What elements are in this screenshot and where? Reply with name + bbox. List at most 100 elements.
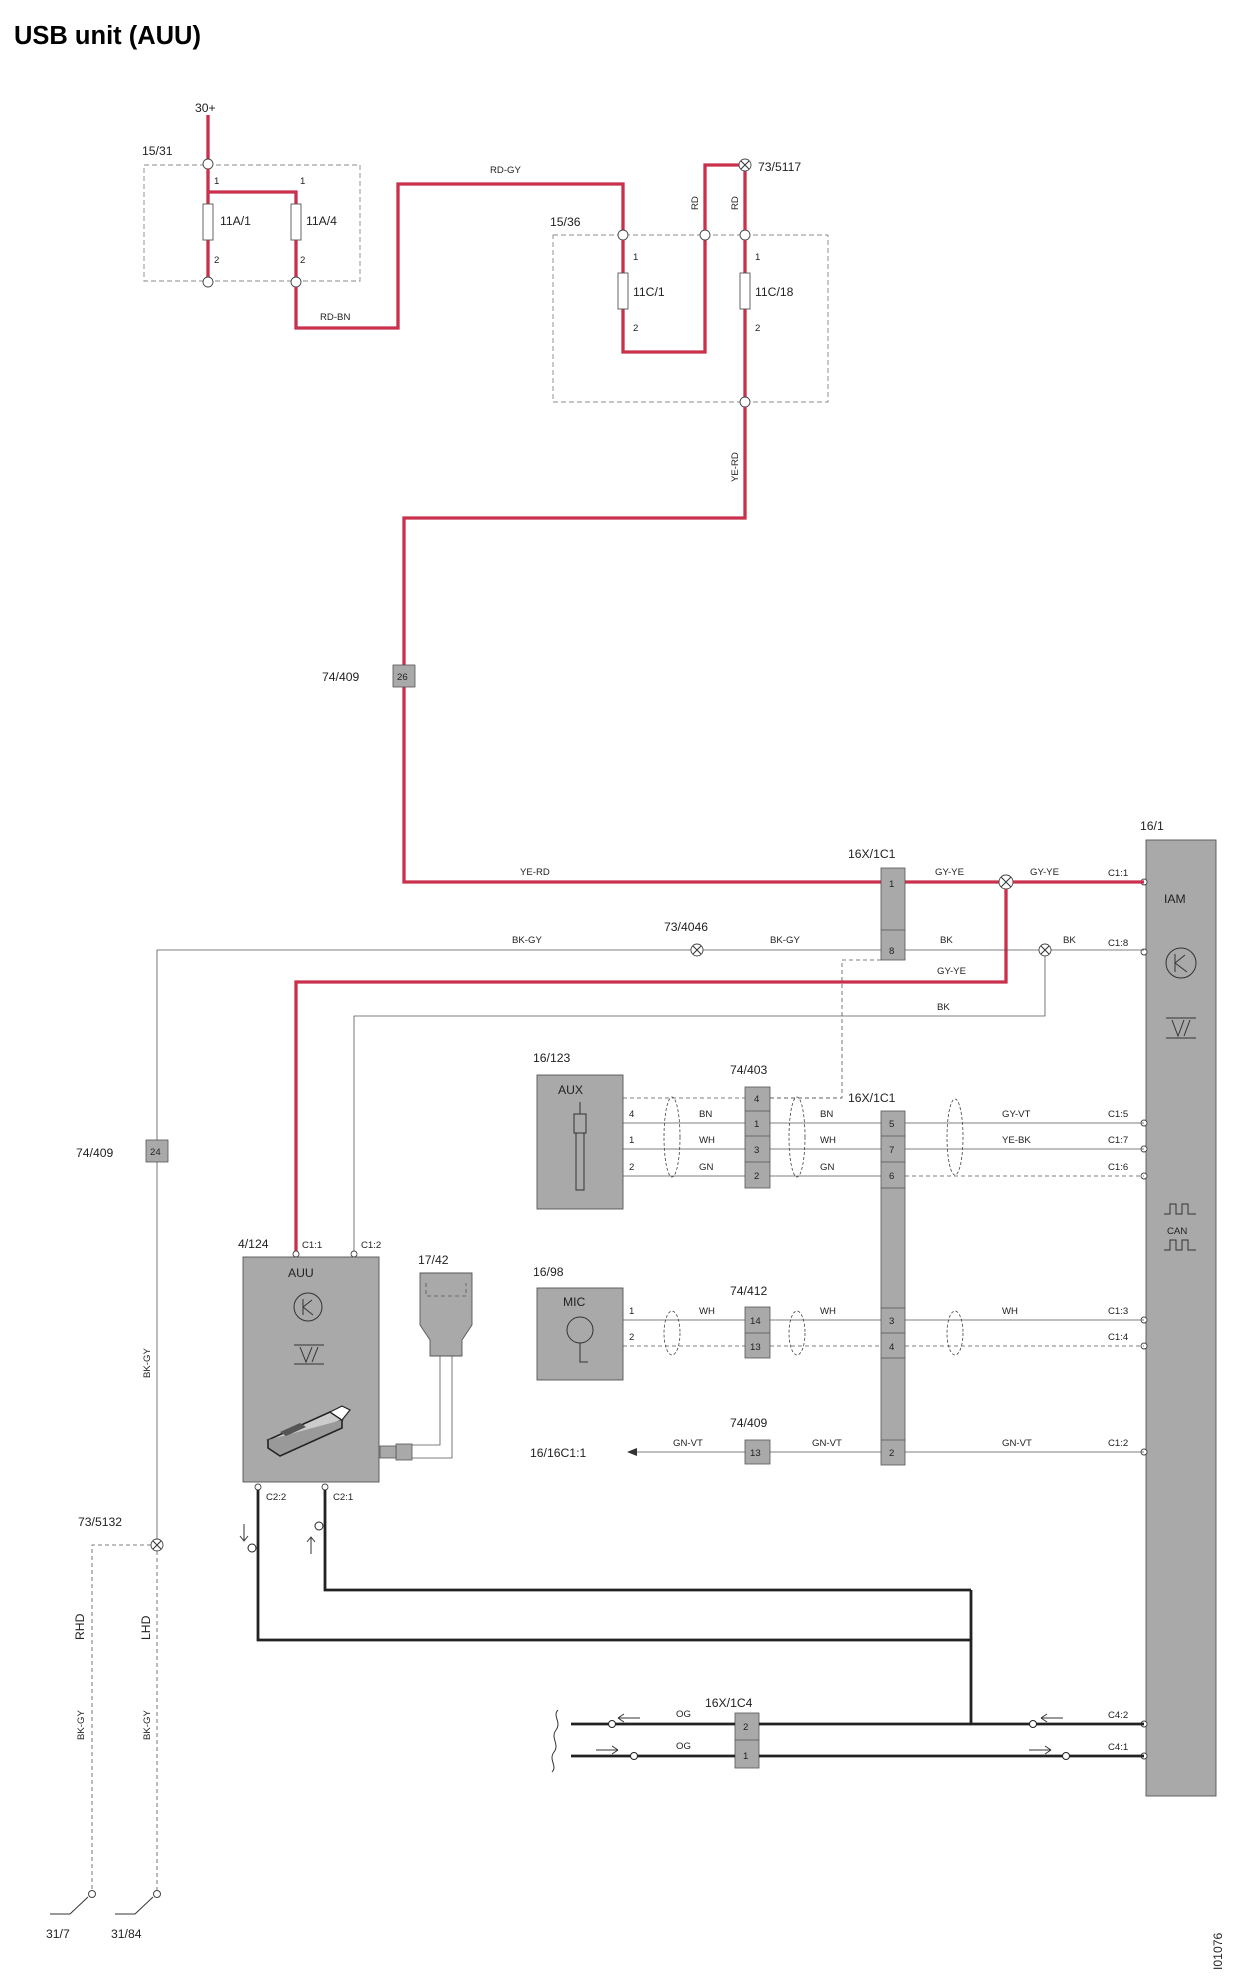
fuse-11c1-label: 11C/1 xyxy=(633,285,665,299)
fuse-11a4-label: 11A/4 xyxy=(306,214,337,228)
aux-shield-iam-ellipse xyxy=(946,1098,964,1176)
antenna-plug xyxy=(395,1443,413,1461)
antenna-socket xyxy=(379,1445,397,1459)
splice-4046 xyxy=(690,943,704,957)
diode-icon xyxy=(1166,1017,1196,1039)
optical-node-left-2 xyxy=(608,1720,616,1728)
iam-id: 16/1 xyxy=(1140,819,1164,833)
antenna-slot xyxy=(425,1283,467,1297)
break-symbol xyxy=(551,1709,559,1773)
fuse-11a4-out-node xyxy=(290,276,302,288)
antenna-connector xyxy=(419,1272,473,1357)
aux-wire-gn-label-2: GN xyxy=(820,1162,834,1173)
conn-74403-pin2: 2 xyxy=(754,1171,759,1182)
aux-wire-bn-label: BN xyxy=(699,1109,712,1120)
fuse-box-left-id: 15/31 xyxy=(142,144,173,158)
auu-pin-c2-2 xyxy=(254,1483,262,1491)
aux-jack-icon xyxy=(573,1102,587,1191)
aux-pin-1: 1 xyxy=(629,1135,634,1146)
mic-shield-left xyxy=(663,1310,681,1356)
fuse-11a4-pin2: 2 xyxy=(300,255,305,266)
aux-module xyxy=(536,1074,624,1210)
wire-bk-label-3: BK xyxy=(937,1002,950,1013)
arrow-right-icon-2 xyxy=(1029,1745,1052,1755)
iam-pin-c1-3-label: C1:3 xyxy=(1108,1306,1128,1317)
wire-bk-label-2: BK xyxy=(1063,935,1076,946)
splice-5117 xyxy=(738,158,752,172)
fuse-11a1-label: 11A/1 xyxy=(220,214,251,228)
conn-74409-pin24-label: 24 xyxy=(150,1147,161,1158)
wire-bk-gy xyxy=(156,949,881,1140)
auu-id: 4/124 xyxy=(238,1237,269,1251)
fuse-11c1-in-node xyxy=(617,229,629,241)
mic-pin-2: 2 xyxy=(629,1332,634,1343)
conn-16x1c1-pin3: 3 xyxy=(889,1316,894,1327)
splice-5132-label: 73/5132 xyxy=(78,1515,122,1529)
auu-module xyxy=(242,1256,380,1483)
iam-pin-c1-1-label: C1:1 xyxy=(1108,868,1128,879)
fuse-11c18-pin2: 2 xyxy=(755,323,760,334)
iam-pin-c1-6-label: C1:6 xyxy=(1108,1162,1128,1173)
auu-pin-c2-1-label: C2:1 xyxy=(333,1492,353,1503)
conn-74412-label: 74/412 xyxy=(730,1284,767,1298)
aux-pin-4: 4 xyxy=(629,1109,635,1120)
auu-name: AUU xyxy=(288,1266,314,1280)
conn-74403 xyxy=(744,1086,771,1189)
auu-transistor-symbol xyxy=(302,1299,314,1316)
conn-16x1c1-pin2: 2 xyxy=(889,1448,894,1459)
antenna-cable xyxy=(412,1356,453,1459)
auu-diode-icon xyxy=(294,1344,324,1365)
wire-bk-gy-label-3: BK-GY xyxy=(142,1348,153,1378)
ground-31-84: 31/84 xyxy=(111,1927,142,1941)
conn-74409-pin26-label: 26 xyxy=(397,672,408,683)
splice-bk xyxy=(1038,943,1052,957)
ground-lhd-node xyxy=(153,1890,161,1898)
wire-gn-vt-label-1: GN-VT xyxy=(673,1438,703,1449)
fuse-11a1-pin2: 2 xyxy=(214,255,219,266)
wire-rd-label-1: RD xyxy=(690,196,701,210)
wire-gy-ye-label-2: GY-YE xyxy=(1030,867,1059,878)
variant-rhd: RHD xyxy=(73,1613,87,1640)
iam-pin-c4-2-label: C4:2 xyxy=(1108,1710,1128,1721)
auu-pin-c2-1 xyxy=(321,1483,329,1491)
auu-transistor-icon xyxy=(293,1292,323,1322)
aux-wire-gy-vt-label: GY-VT xyxy=(1002,1109,1031,1120)
splice-5132 xyxy=(150,1538,164,1552)
aux-name: AUX xyxy=(558,1083,583,1097)
aux-shield-left xyxy=(663,1096,681,1178)
wire-gy-ye-label-1: GY-YE xyxy=(935,867,964,878)
variant-lhd: LHD xyxy=(139,1615,153,1640)
conn-74412-pin13: 13 xyxy=(750,1342,761,1353)
ground-lhd-wire-label: BK-GY xyxy=(142,1710,153,1740)
fuse-11a4-wire xyxy=(208,190,298,278)
mic-wire-wh-label-3: WH xyxy=(1002,1306,1018,1317)
splice-4046-label: 73/4046 xyxy=(664,920,708,934)
transistor-symbol xyxy=(1174,954,1188,973)
aux-shield-right xyxy=(788,1096,806,1178)
optical-in-symbol xyxy=(314,1521,324,1531)
conn-74409-pin26 xyxy=(392,664,416,688)
can-signal-icon xyxy=(1164,1203,1196,1215)
conn-16x1c4-pin2: 2 xyxy=(743,1722,748,1733)
ext-connector-label: 16/16C1:1 xyxy=(530,1446,586,1460)
conn-74412-pin14: 14 xyxy=(750,1316,761,1327)
conn-16x1c1-lower xyxy=(880,1110,906,1466)
arrow-right-icon xyxy=(596,1745,619,1755)
conn-16x1c1-pin7: 7 xyxy=(889,1145,894,1156)
fuse-box-15-31: 15/31 xyxy=(142,144,361,282)
conn-74409-pin13-label: 13 xyxy=(750,1448,761,1459)
fuse-11c18-symbol xyxy=(739,272,751,310)
wire-gn-vt-label-3: GN-VT xyxy=(1002,1438,1032,1449)
iam-pin-c1-4-label: C1:4 xyxy=(1108,1332,1129,1343)
conn-16x1c4-pin1: 1 xyxy=(743,1751,748,1762)
aux-wire-ye-bk-label: YE-BK xyxy=(1002,1135,1031,1146)
fuse-11c1-pin2: 2 xyxy=(633,323,638,334)
fuse-11c18-label: 11C/18 xyxy=(755,285,794,299)
wire-gn-vt-label-2: GN-VT xyxy=(812,1438,842,1449)
conn-74403-pin3: 3 xyxy=(754,1145,759,1156)
wire-ye-rd xyxy=(402,407,1006,884)
mic-wire-wh-label: WH xyxy=(699,1306,715,1317)
arrow-left-icon-2 xyxy=(617,1713,640,1723)
optical-node-right-1 xyxy=(1062,1752,1070,1760)
